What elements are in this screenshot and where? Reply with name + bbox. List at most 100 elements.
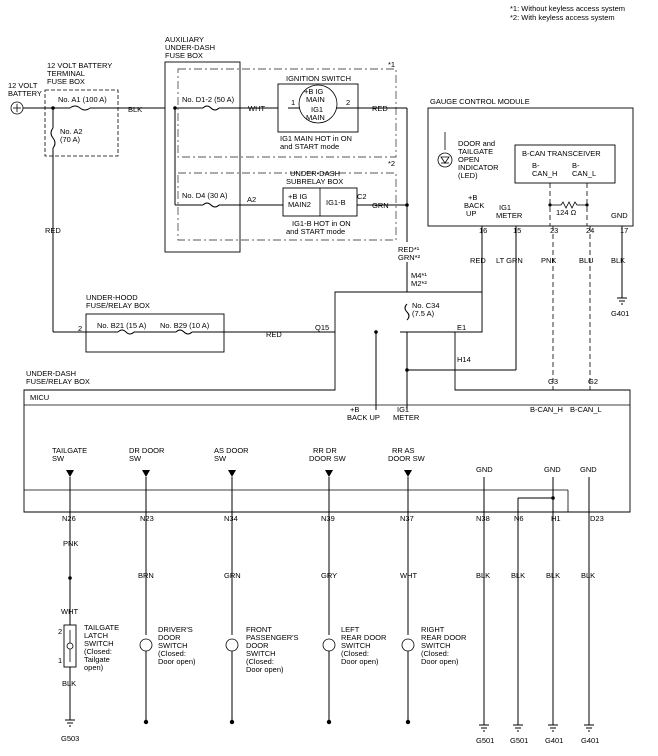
aux-fuse-box: AUXILIARY UNDER-DASH FUSE BOX No. D1-2 (… — [164, 35, 241, 253]
svg-text:C2: C2 — [357, 192, 367, 201]
left-rear-door-switch: LEFT REAR DOOR SWITCH (Closed: Door open… — [322, 625, 387, 725]
svg-text:G501: G501 — [510, 736, 528, 745]
svg-text:SWITCH: SWITCH — [421, 641, 451, 650]
svg-text:GND: GND — [544, 465, 561, 474]
subrelay-box: UNDER-DASH SUBRELAY BOX +B IG MAIN2 IG1-… — [282, 169, 367, 236]
svg-text:No. B29 (10 A): No. B29 (10 A) — [160, 321, 210, 330]
fuse-c34-1: No. C34 — [412, 301, 440, 310]
svg-text:IG1-B: IG1-B — [326, 198, 346, 207]
svg-text:N38: N38 — [476, 514, 490, 523]
svg-text:No. D1-2 (50 A): No. D1-2 (50 A) — [182, 95, 235, 104]
wire-red-1: RED — [45, 226, 61, 235]
svg-text:open): open) — [84, 663, 104, 672]
svg-text:TERMINAL: TERMINAL — [47, 69, 85, 78]
front-passenger-door-switch: FRONT PASSENGER'S DOOR SWITCH (Closed: D… — [225, 625, 299, 725]
wire-blk-3: BLK — [511, 571, 525, 580]
pin-g3: G3 — [548, 377, 558, 386]
micu-backup-1: +B — [350, 405, 359, 414]
svg-text:D23: D23 — [590, 514, 604, 523]
micu-label: MICU — [30, 393, 49, 402]
svg-text:MAIN: MAIN — [306, 113, 325, 122]
svg-text:FUSE BOX: FUSE BOX — [165, 51, 203, 60]
drivers-door-switch: DRIVER'S DOOR SWITCH (Closed: Door open) — [139, 625, 196, 725]
svg-text:B-: B- — [532, 161, 540, 170]
svg-text:Door open): Door open) — [158, 657, 196, 666]
svg-text:(Closed:: (Closed: — [158, 649, 186, 658]
svg-text:Door open): Door open) — [341, 657, 379, 666]
svg-text:GND: GND — [476, 465, 493, 474]
svg-text:DOOR SW: DOOR SW — [388, 454, 426, 463]
wire-blk-5: BLK — [581, 571, 595, 580]
svg-text:DRIVER'S: DRIVER'S — [158, 625, 193, 634]
svg-text:TAILGATE: TAILGATE — [84, 623, 119, 632]
svg-text:N23: N23 — [140, 514, 154, 523]
svg-text:SUBRELAY BOX: SUBRELAY BOX — [286, 177, 343, 186]
svg-text:N39: N39 — [321, 514, 335, 523]
svg-text:RIGHT: RIGHT — [421, 625, 445, 634]
wire-brn: BRN — [138, 571, 154, 580]
svg-text:CAN_H: CAN_H — [532, 169, 557, 178]
svg-text:SWITCH: SWITCH — [341, 641, 371, 650]
micu-bcan-l: B-CAN_L — [570, 405, 602, 414]
svg-text:CAN_L: CAN_L — [572, 169, 596, 178]
svg-text:G401: G401 — [611, 309, 629, 318]
svg-text:(Closed:: (Closed: — [341, 649, 369, 658]
svg-text:FRONT: FRONT — [246, 625, 272, 634]
svg-text:MAIN2: MAIN2 — [288, 200, 311, 209]
micu-ig1-2: METER — [393, 413, 420, 422]
svg-text:AS DOOR: AS DOOR — [214, 446, 249, 455]
svg-text:+B IG: +B IG — [304, 87, 324, 96]
svg-text:SW: SW — [52, 454, 65, 463]
ground-g501-b: G501 — [510, 724, 528, 745]
svg-text:N26: N26 — [62, 514, 76, 523]
svg-text:12 VOLT: 12 VOLT — [8, 81, 38, 90]
ground-g401-b: G401 — [545, 724, 563, 745]
wire-gry: GRY — [321, 571, 337, 580]
svg-text:LATCH: LATCH — [84, 631, 108, 640]
svg-text:No. D4 (30 A): No. D4 (30 A) — [182, 191, 228, 200]
wire-blk-4: BLK — [546, 571, 560, 580]
svg-text:(70 A): (70 A) — [60, 135, 81, 144]
svg-text:G401: G401 — [545, 736, 563, 745]
svg-text:OPEN: OPEN — [458, 155, 479, 164]
svg-text:DOOR: DOOR — [246, 641, 269, 650]
gnd-d23: GND D23 — [580, 465, 604, 523]
svg-text:LEFT: LEFT — [341, 625, 360, 634]
note-1: *1: Without keyless access system — [510, 4, 625, 13]
svg-text:N34: N34 — [224, 514, 238, 523]
svg-text:TAILGATE: TAILGATE — [458, 147, 493, 156]
conn-m4: M4*¹ — [411, 271, 427, 280]
switch-rr-as: RR AS DOOR SW N37 — [388, 446, 426, 523]
note-2: *2: With keyless access system — [510, 13, 615, 22]
svg-text:1: 1 — [291, 98, 295, 107]
wire-red-star: RED*¹ — [398, 245, 420, 254]
svg-text:RR DR: RR DR — [313, 446, 337, 455]
svg-text:SWITCH: SWITCH — [84, 639, 114, 648]
ground-g501-a: G501 — [476, 724, 494, 745]
star-1: *1 — [388, 60, 395, 69]
svg-text:Tailgate: Tailgate — [84, 655, 110, 664]
svg-text:G503: G503 — [61, 734, 79, 743]
wire-red-3: RED — [470, 256, 486, 265]
svg-text:G501: G501 — [476, 736, 494, 745]
ground-g503: G503 — [61, 719, 79, 743]
svg-text:No. A2: No. A2 — [60, 127, 83, 136]
subrelay-pin-a2: A2 — [247, 195, 256, 204]
svg-text:IG1-B HOT in ON: IG1-B HOT in ON — [292, 219, 351, 228]
wire-red-4: RED — [266, 330, 282, 339]
wire-pnk-2: PNK — [63, 539, 78, 548]
svg-text:B-CAN TRANSCEIVER: B-CAN TRANSCEIVER — [522, 149, 601, 158]
svg-text:(Closed:: (Closed: — [246, 657, 274, 666]
svg-text:IG1: IG1 — [499, 203, 511, 212]
pin-h14: H14 — [457, 355, 471, 364]
svg-text:and START mode: and START mode — [280, 142, 339, 151]
gnd-n6: GND N6 H1 — [514, 465, 561, 523]
svg-text:DR DOOR: DR DOOR — [129, 446, 165, 455]
micu-backup-2: BACK UP — [347, 413, 380, 422]
battery: 12 VOLT BATTERY — [8, 81, 42, 115]
wire-wht-2: WHT — [61, 607, 78, 616]
wire-grn-2: GRN — [224, 571, 241, 580]
svg-text:MAIN: MAIN — [306, 95, 325, 104]
svg-text:METER: METER — [496, 211, 523, 220]
ground-g401-top: G401 — [611, 297, 629, 318]
